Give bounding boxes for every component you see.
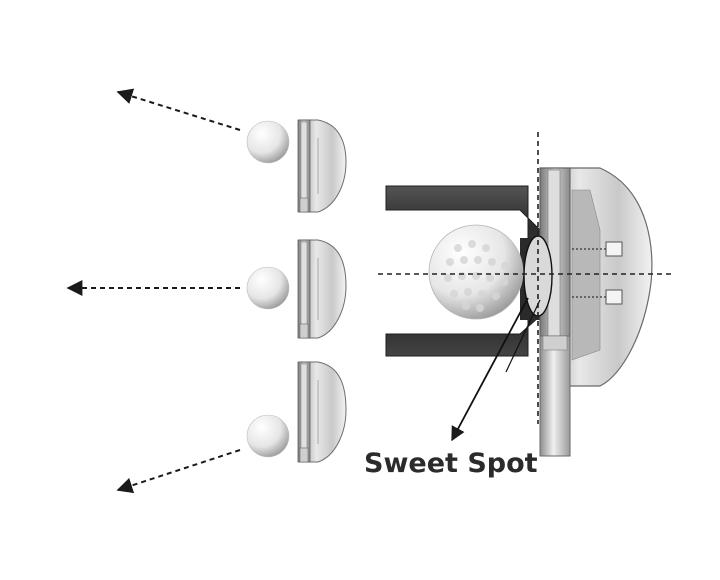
golf-ball-large-icon — [428, 224, 524, 320]
putter-shaft-icon — [539, 335, 571, 457]
putter-head-icon — [297, 119, 347, 213]
golf-ball-icon — [246, 414, 290, 458]
screw-icon — [605, 241, 623, 257]
golf-ball-icon — [246, 120, 290, 164]
putter-head-icon — [297, 239, 347, 339]
detail-view — [378, 132, 672, 457]
sweet-spot-pointer-secondary — [505, 299, 541, 373]
putter-head-icon — [297, 361, 347, 463]
golf-ball-icon — [246, 266, 290, 310]
stroke-example-top — [116, 88, 347, 213]
screw-icon — [605, 289, 623, 305]
sweet-spot-label: Sweet Spot — [364, 448, 538, 479]
stroke-example-middle — [66, 239, 347, 339]
sweet-spot-pointer — [451, 297, 529, 442]
direction-arrow-down-left — [116, 449, 241, 494]
stroke-example-bottom — [116, 361, 347, 494]
direction-arrow-up-left — [116, 88, 241, 131]
